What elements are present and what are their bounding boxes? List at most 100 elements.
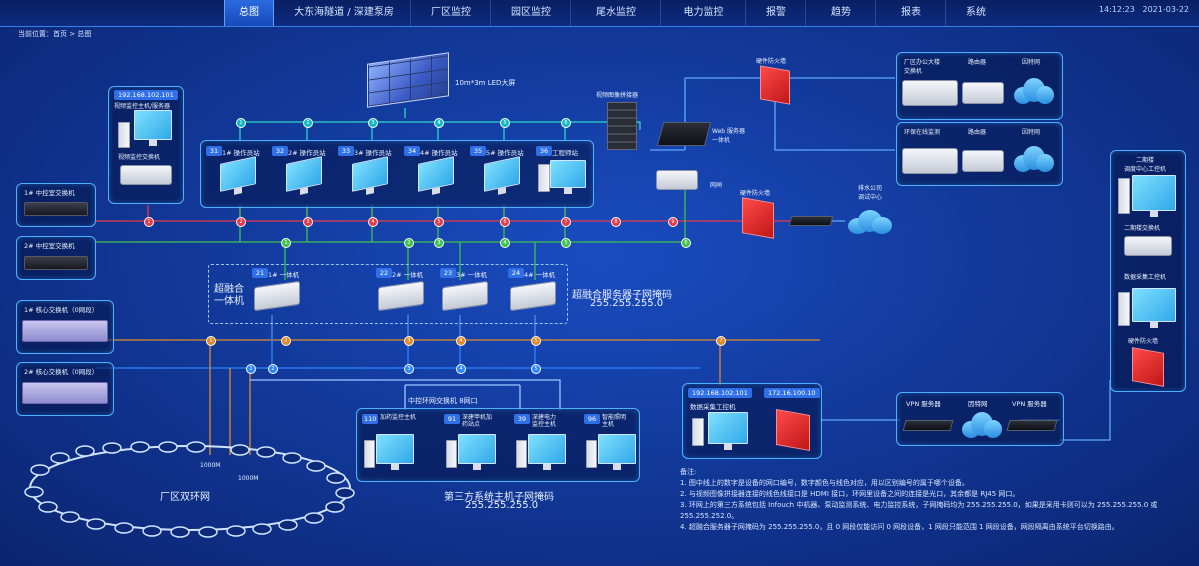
tab-power-monitor[interactable]: 电力监控 [660,0,746,26]
led-wall-label: 10m*3m LED大屏 [455,79,516,87]
fusion-num: 24 [508,268,524,278]
core-switch-2-label: 2# 核心交换机（0网段） [24,368,99,376]
office-switch-icon[interactable] [902,80,958,106]
port-dot: 4 [456,364,466,374]
fusion-title: 超融合 一体机 [214,284,244,307]
dispatch-monitor-icon[interactable] [1132,175,1176,217]
gateway-icon[interactable] [656,170,698,190]
third-num: 39 [514,414,530,424]
port-dot: 4 [456,336,466,346]
drainage-cloud-icon [848,210,892,234]
web-server-icon[interactable] [656,122,712,146]
station-num: 35 [470,146,486,156]
operator-stations-panel [200,140,594,208]
third-monitor-icon[interactable] [528,434,566,470]
tab-tailwater-monitor[interactable]: 尾水监控 [570,0,661,26]
third-switch-label: 中控环网交换机 8网口 [408,397,478,405]
vpn-internet-label: 因特网 [968,400,988,408]
fusion-mask-title: 超融合服务器子网掩码 [572,290,672,301]
firewall-mid-icon[interactable] [742,197,774,239]
vpn-server-1-icon[interactable] [902,420,954,431]
port-dot: 3 [303,217,313,227]
note-4: 4. 超融合服务器子网掩码为 255.255.255.0，且 0 网段仅能访问 … [680,523,1119,531]
port-dot: 5 [434,217,444,227]
clock-date: 2021-03-22 [1142,5,1190,14]
station-label: 5# 操作员站 [486,149,524,157]
third-monitor-icon[interactable] [376,434,414,470]
top-nav: 总图 大东海隧道 / 深建泵房 厂区监控 园区监控 尾水监控 电力监控 报警 趋… [0,0,1199,27]
station-num: 36 [536,146,552,156]
port-dot: 6 [561,118,571,128]
dispatch-pc-label: 数据采集工控机 [1124,274,1167,281]
dispatch-firewall-icon[interactable] [1132,347,1164,387]
port-dot: 2 [281,336,291,346]
fusion-num: 23 [440,268,456,278]
station-label: 工程师站 [552,149,578,157]
port-dot: 7 [561,217,571,227]
third-item-label: 智能照明 主机 [602,414,627,428]
third-item-label: 加药监控主机 [380,414,417,421]
third-monitor-icon[interactable] [598,434,636,470]
port-dot: 2 [303,118,313,128]
third-num: 110 [362,414,379,424]
station-monitor-icon[interactable] [550,160,586,194]
station-label: 1# 操作员站 [222,149,260,157]
tab-trend[interactable]: 趋势 [805,0,876,26]
tab-plant-monitor[interactable]: 厂区监控 [410,0,491,26]
ctrl-switch-1-label: 1# 中控室交换机 [24,189,75,197]
port-dot: 8 [611,217,621,227]
vpn-server-2-label: VPN 服务器 [1012,400,1047,408]
core-switch-1-label: 1# 核心交换机（0网段） [24,306,99,314]
video-splicer-icon[interactable] [607,102,637,150]
env-switch-icon[interactable] [902,148,958,174]
data-acq-tower-icon [692,418,704,446]
note-1: 1. 图中线上的数字是设备的网口编号，数字颜色与线色对应，用以区别编号的属于哪个… [680,479,969,487]
port-dot: 4 [434,118,444,128]
port-dot: 7 [716,336,726,346]
fusion-item-label: 2# 一体机 [392,271,424,279]
dispatch-pc-tower-icon [1118,292,1130,326]
tab-overview[interactable]: 总图 [224,0,274,26]
office-internet-label: 因特网 [1022,59,1041,66]
engineer-tower-icon [538,164,550,192]
dispatch-title: 二期楼 调度中心工控机 [1124,157,1167,173]
ctrl-switch-2-label: 2# 中控室交换机 [24,242,75,250]
third-mask-title: 第三方系统主机子网掩码 [444,492,554,503]
tab-report[interactable]: 报表 [875,0,946,26]
core-switch-2-icon [22,382,108,404]
third-tower-icon [446,440,457,468]
video-splicer-label: 视频图像拼接器 [596,92,639,99]
tab-park-monitor[interactable]: 园区监控 [490,0,571,26]
gateway-label: 网闸 [710,182,723,189]
tab-tunnel-pump[interactable]: 大东海隧道 / 深建泵房 [294,7,394,18]
third-mask: 255.255.255.0 [465,500,539,511]
port-dot: 3 [404,336,414,346]
tab-system[interactable]: 系统 [945,0,1006,26]
dispatch-pc-monitor-icon[interactable] [1132,288,1176,328]
third-item-label: 深建电力 监控主机 [532,414,557,428]
station-label: 4# 操作员站 [420,149,458,157]
dispatch-switch-icon[interactable] [1124,236,1172,256]
firewall-top-label: 硬件防火墙 [756,58,787,65]
vpn-server-2-icon[interactable] [1006,420,1058,431]
office-router-icon[interactable] [962,82,1004,104]
port-dot: 3 [404,364,414,374]
env-router-icon[interactable] [962,150,1004,172]
fusion-item-label: 4# 一体机 [524,271,556,279]
station-num: 32 [272,146,288,156]
data-acq-firewall-icon [776,409,810,451]
data-acq-ip2: 172.16.100.10 [764,388,820,398]
video-monitor-title: 视频监控主机/服务器 [114,103,171,110]
firewall-mid-label: 硬件防火墙 [740,190,771,197]
modem-icon [788,216,834,226]
web-server-label: Web 服务器 一体机 [712,128,745,144]
third-monitor-icon[interactable] [458,434,496,470]
vpn-cloud-icon [962,412,1002,438]
third-tower-icon [364,440,375,468]
port-dot: 4 [500,238,510,248]
tab-alarm[interactable]: 报警 [745,0,806,26]
station-label: 3# 操作员站 [354,149,392,157]
port-dot: 2 [236,217,246,227]
port-dot: 1 [144,217,154,227]
firewall-top-icon[interactable] [760,65,790,105]
